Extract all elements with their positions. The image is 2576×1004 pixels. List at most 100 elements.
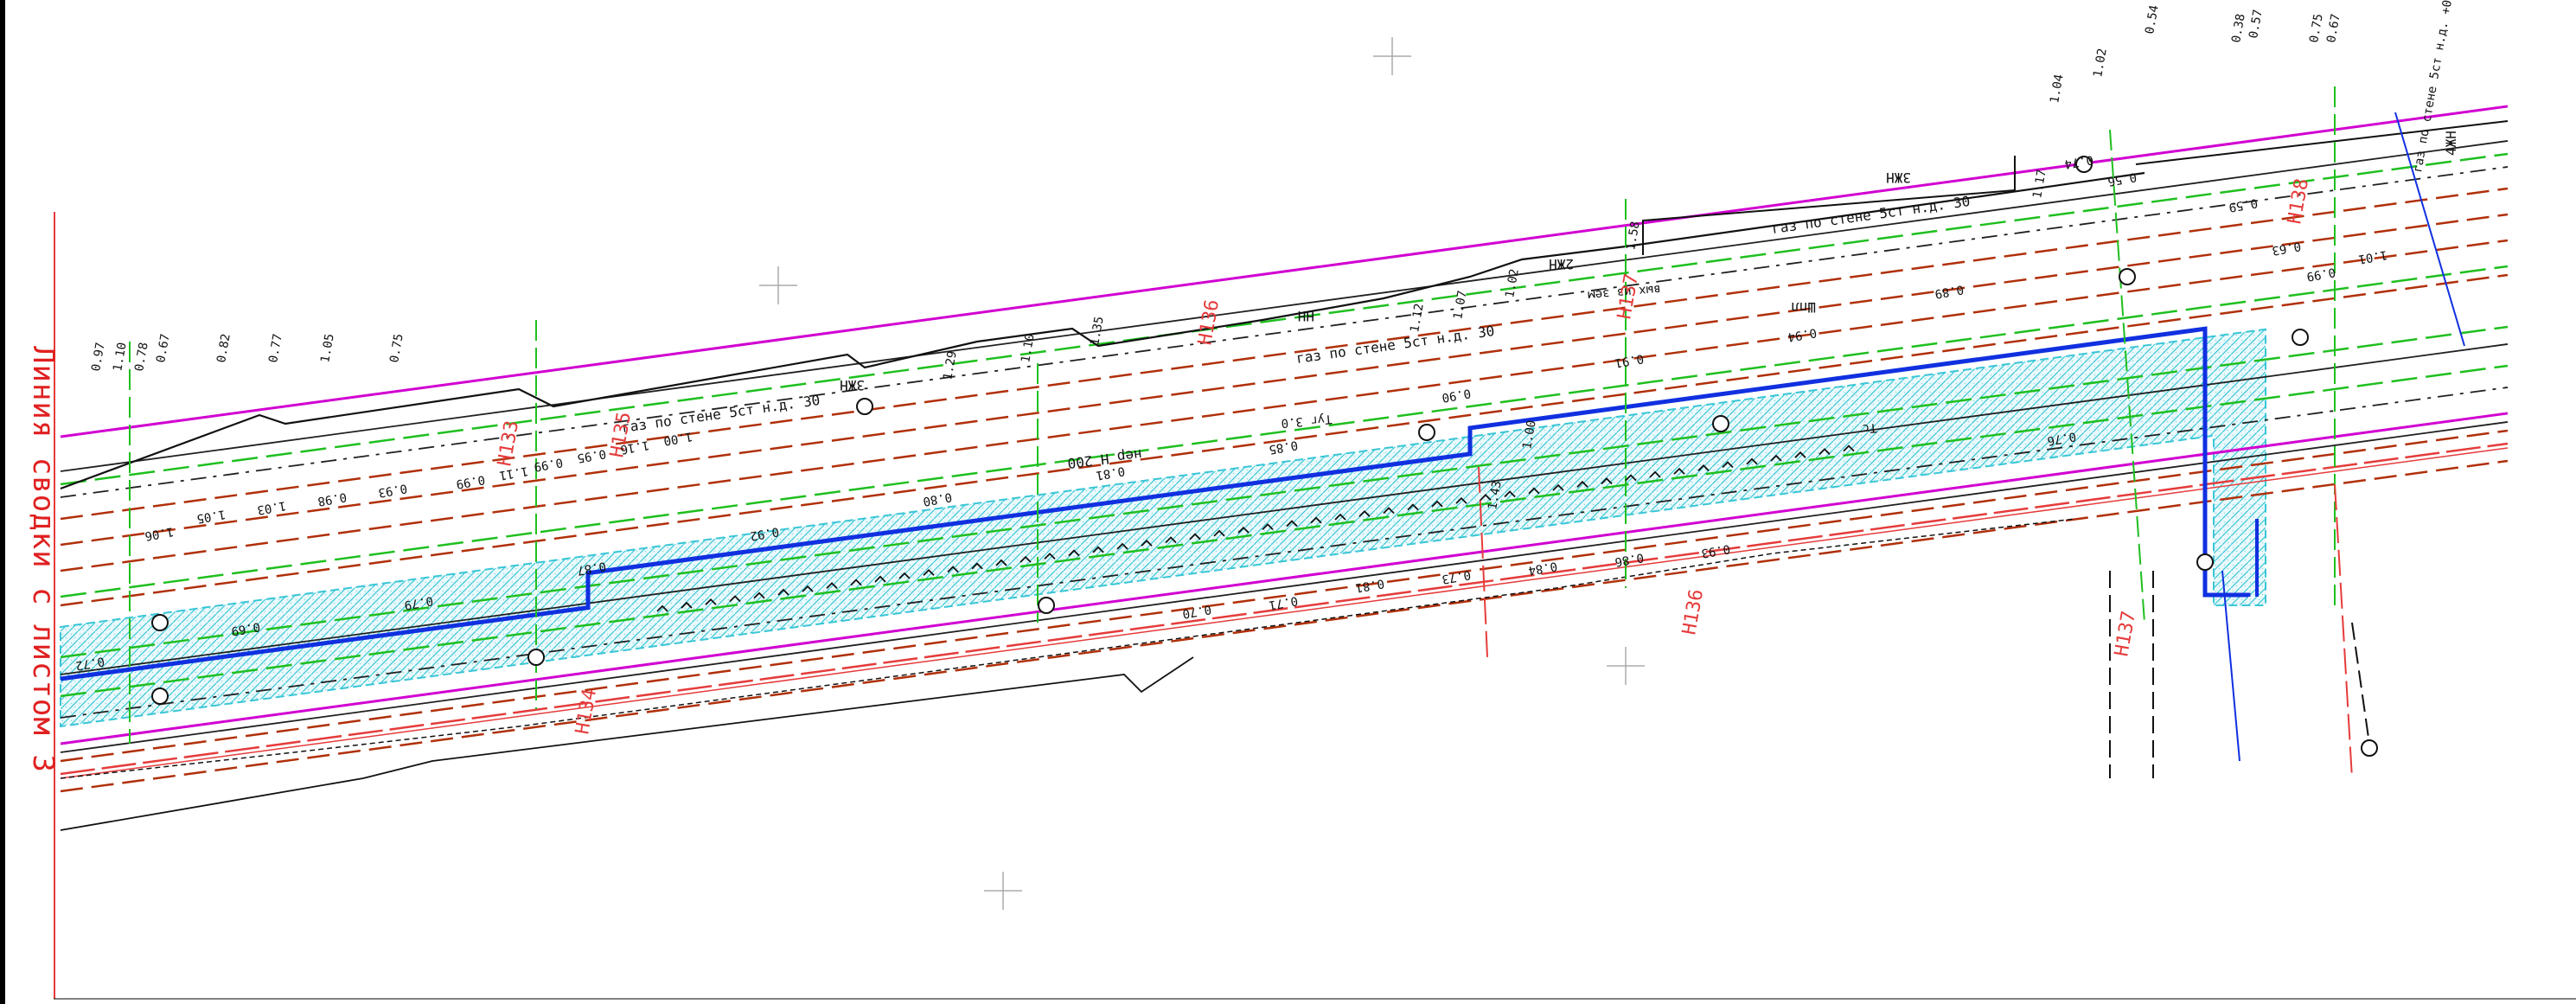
tree-mark-22: [1189, 533, 1201, 540]
elevation-label-43: 0.72: [74, 654, 105, 673]
elevation-label-18: 1.04: [2048, 74, 2067, 105]
tree-mark-5: [777, 588, 789, 596]
manhole-5: [1418, 424, 1435, 441]
elevation-label-55: 0.70: [1181, 602, 1212, 621]
elevation-label-59: 0.84: [1527, 559, 1558, 578]
match-line: [54, 212, 55, 999]
elevation-label-61: 0.93: [1700, 541, 1731, 560]
elevation-label-19: 1.02: [2091, 48, 2110, 79]
tree-mark-24: [1237, 526, 1250, 534]
match-line-label: Линия сводки с листом 3: [26, 346, 61, 773]
elevation-label-48: 0.93: [377, 481, 408, 500]
tree-mark-3: [729, 595, 741, 603]
lower-edge: [60, 656, 1194, 831]
tree-mark-48: [1819, 448, 1831, 456]
elevation-label-12: 1.07: [1451, 290, 1470, 321]
benchmark-label-0: Н133: [494, 419, 523, 469]
elevation-label-52: 0.95: [576, 446, 607, 465]
tree-mark-23: [1213, 529, 1225, 537]
benchmark-label-1: Н134: [572, 687, 601, 737]
pavement-zone: [60, 328, 2266, 728]
tree-mark-41: [1649, 470, 1661, 478]
tree-mark-10: [898, 572, 911, 579]
elevation-label-7: 0.75: [387, 333, 406, 364]
cross-blue: [2221, 570, 2240, 762]
elevation-label-11: 1.12: [1408, 303, 1427, 334]
dark-line-4: [60, 421, 2509, 753]
tree-mark-4: [753, 592, 765, 599]
benchmark-label-5: Н138: [2284, 177, 2313, 227]
green-line-1: [60, 265, 2509, 598]
row-boundary-top: [60, 105, 2509, 438]
tree-mark-6: [802, 585, 814, 592]
elevation-label-53: 1.16: [619, 438, 650, 457]
tree-mark-7: [826, 582, 838, 590]
elevation-label-31: 0.76: [2046, 429, 2077, 448]
tree-mark-34: [1480, 494, 1492, 501]
tree-mark-28: [1334, 513, 1346, 521]
tree-mark-29: [1358, 509, 1371, 517]
blue-diag: [2394, 112, 2465, 347]
dark-line-0: [60, 140, 2509, 472]
gas-line-low-1: [60, 459, 2509, 793]
elevation-label-44: 1.06: [144, 524, 175, 543]
zhn3-label-b: 3ЖН: [1886, 169, 1911, 186]
manhole-3: [856, 398, 873, 415]
tree-mark-49: [1843, 444, 1855, 452]
elevation-label-51: 0.99: [533, 455, 564, 474]
elevation-label-20: 0.54: [2143, 4, 2162, 35]
water-main-bottom: [60, 447, 2509, 779]
tree-mark-17: [1068, 549, 1080, 557]
elevation-label-9: 1.10: [1019, 333, 1038, 364]
elevation-label-25: 0.74: [2063, 152, 2094, 171]
tree-mark-39: [1601, 477, 1613, 485]
green-line-2: [60, 325, 2509, 659]
tree-mark-43: [1697, 464, 1710, 471]
elevation-label-32: 0.89: [1934, 282, 1965, 301]
manhole-1: [151, 687, 169, 705]
tree-mark-2: [705, 598, 717, 605]
tree-mark-47: [1794, 451, 1806, 458]
tree-mark-37: [1552, 483, 1564, 491]
gas-line-3: [60, 273, 2509, 607]
dark-line-2: [60, 343, 2509, 675]
ts-label: Тс: [1862, 420, 1877, 435]
tree-mark-16: [1044, 553, 1056, 560]
elevation-label-50: 1.11: [498, 464, 529, 483]
elevation-label-37: 0.81: [1095, 464, 1126, 483]
red-cross-1: [2334, 483, 2353, 779]
elevation-label-34: 0.91: [1614, 351, 1645, 370]
tree-mark-0: [656, 604, 668, 612]
curb-top: [60, 171, 2145, 490]
tree-mark-15: [1020, 555, 1032, 563]
elevation-label-13: 1.02: [1503, 268, 1522, 299]
elevation-label-41: 0.79: [403, 593, 434, 612]
shpl-label: Шпл: [1791, 299, 1816, 316]
manhole-4: [1038, 597, 1055, 614]
elevation-label-33: 0.94: [1787, 325, 1818, 344]
water-main-top: [60, 442, 2509, 776]
tree-mark-8: [850, 579, 862, 586]
elevation-label-40: 0.87: [576, 559, 607, 578]
elevation-label-54: 1.00: [662, 429, 694, 448]
manhole-10: [2361, 739, 2378, 757]
tree-mark-19: [1116, 542, 1128, 550]
elevation-label-14: 1.00: [1520, 419, 1539, 451]
elevation-label-46: 1.03: [256, 498, 287, 517]
elevation-label-15: 1.43: [1486, 480, 1505, 511]
curb-bottom: [60, 518, 2076, 779]
elevation-label-29: 0.99: [2305, 265, 2336, 284]
tree-mark-13: [971, 562, 983, 570]
gas-line-2: [60, 239, 2509, 572]
tree-mark-32: [1431, 500, 1443, 508]
elevation-label-1: 1.10: [111, 342, 130, 373]
tree-mark-20: [1141, 539, 1153, 547]
elevation-label-0: 0.97: [89, 342, 108, 373]
elevation-label-17: 1.17: [2030, 169, 2049, 200]
tree-mark-45: [1746, 457, 1758, 465]
elevation-label-10: 1.35: [1088, 316, 1107, 347]
sheet-border: [0, 0, 5, 1004]
tree-mark-33: [1455, 496, 1467, 504]
elevation-label-47: 0.98: [316, 489, 348, 508]
